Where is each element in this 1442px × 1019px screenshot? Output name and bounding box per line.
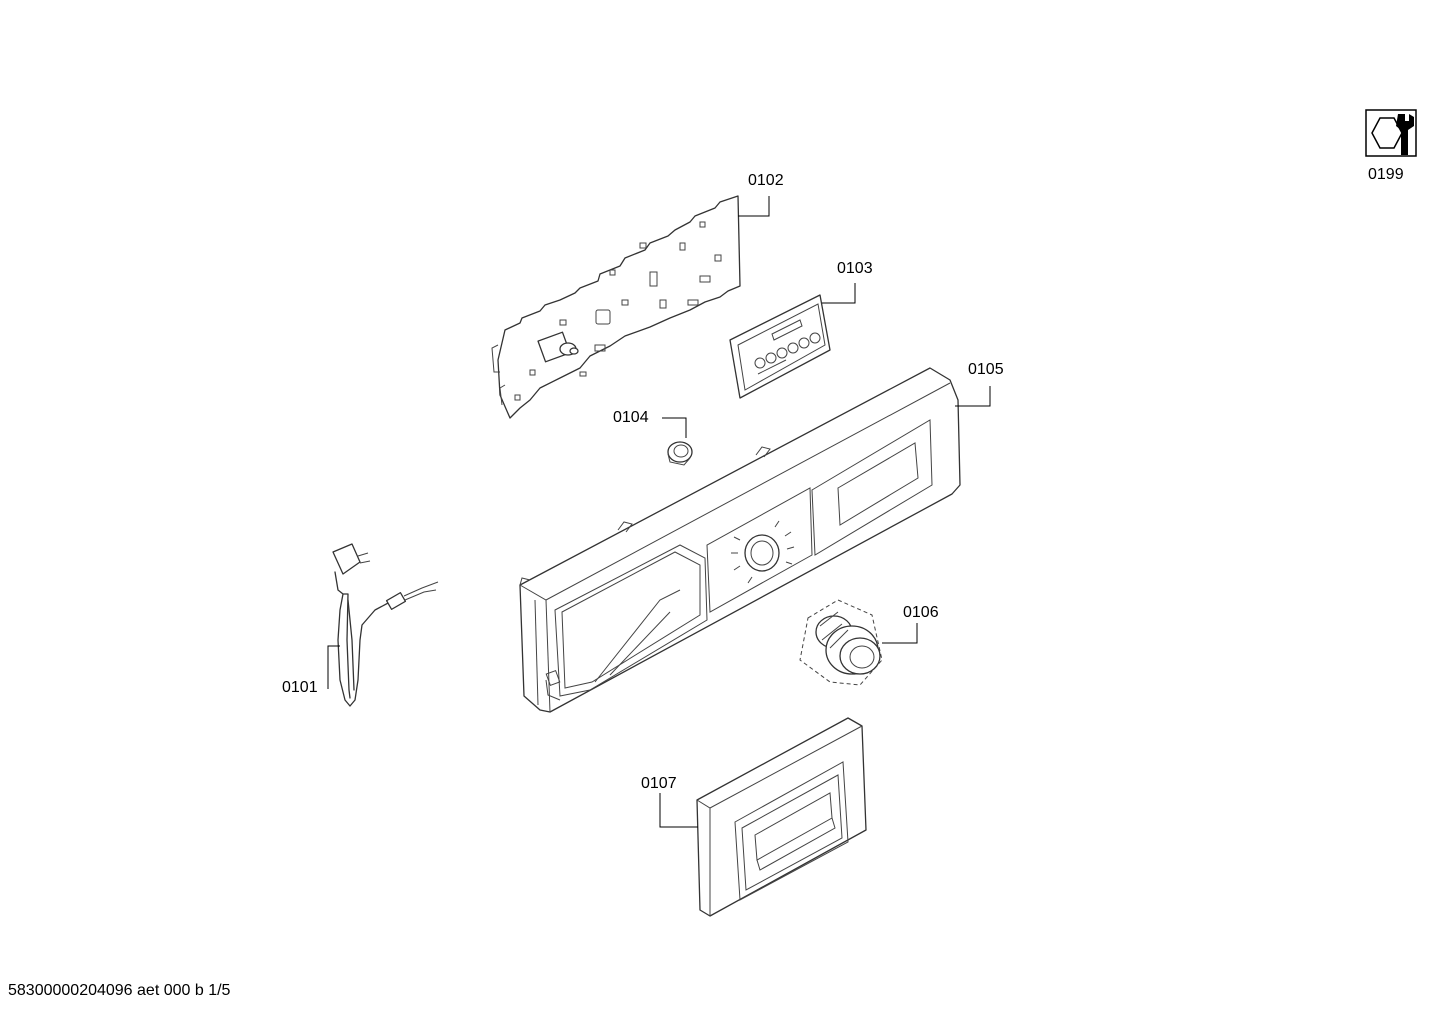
- leader-0101: [327, 645, 340, 689]
- document-footer: 58300000204096 aet 000 b 1/5: [8, 982, 231, 999]
- leader-0104: [662, 417, 687, 438]
- part-0105-control-panel[interactable]: [519, 367, 961, 713]
- label-0106[interactable]: 0106: [903, 604, 939, 621]
- label-0105[interactable]: 0105: [968, 361, 1004, 378]
- part-0102-control-board[interactable]: [491, 195, 741, 419]
- part-0103-overlay-foil[interactable]: [729, 294, 831, 399]
- leader-0102: [738, 196, 770, 217]
- label-0101[interactable]: 0101: [282, 679, 318, 696]
- leader-0105: [955, 386, 991, 407]
- label-0104[interactable]: 0104: [613, 409, 649, 426]
- part-0107-drawer-front[interactable]: [696, 717, 867, 917]
- label-0107[interactable]: 0107: [641, 775, 677, 792]
- wrench-nut-icon[interactable]: [1365, 109, 1417, 157]
- part-0106-programme-knob[interactable]: [799, 599, 883, 686]
- part-0104-button-ring[interactable]: [667, 441, 693, 466]
- label-0199[interactable]: 0199: [1368, 166, 1404, 183]
- leader-0106: [882, 623, 918, 644]
- label-0102[interactable]: 0102: [748, 172, 784, 189]
- leader-0107: [659, 793, 698, 828]
- leader-0103: [822, 283, 856, 304]
- label-0103[interactable]: 0103: [837, 260, 873, 277]
- part-0101-power-cord[interactable]: [332, 543, 439, 707]
